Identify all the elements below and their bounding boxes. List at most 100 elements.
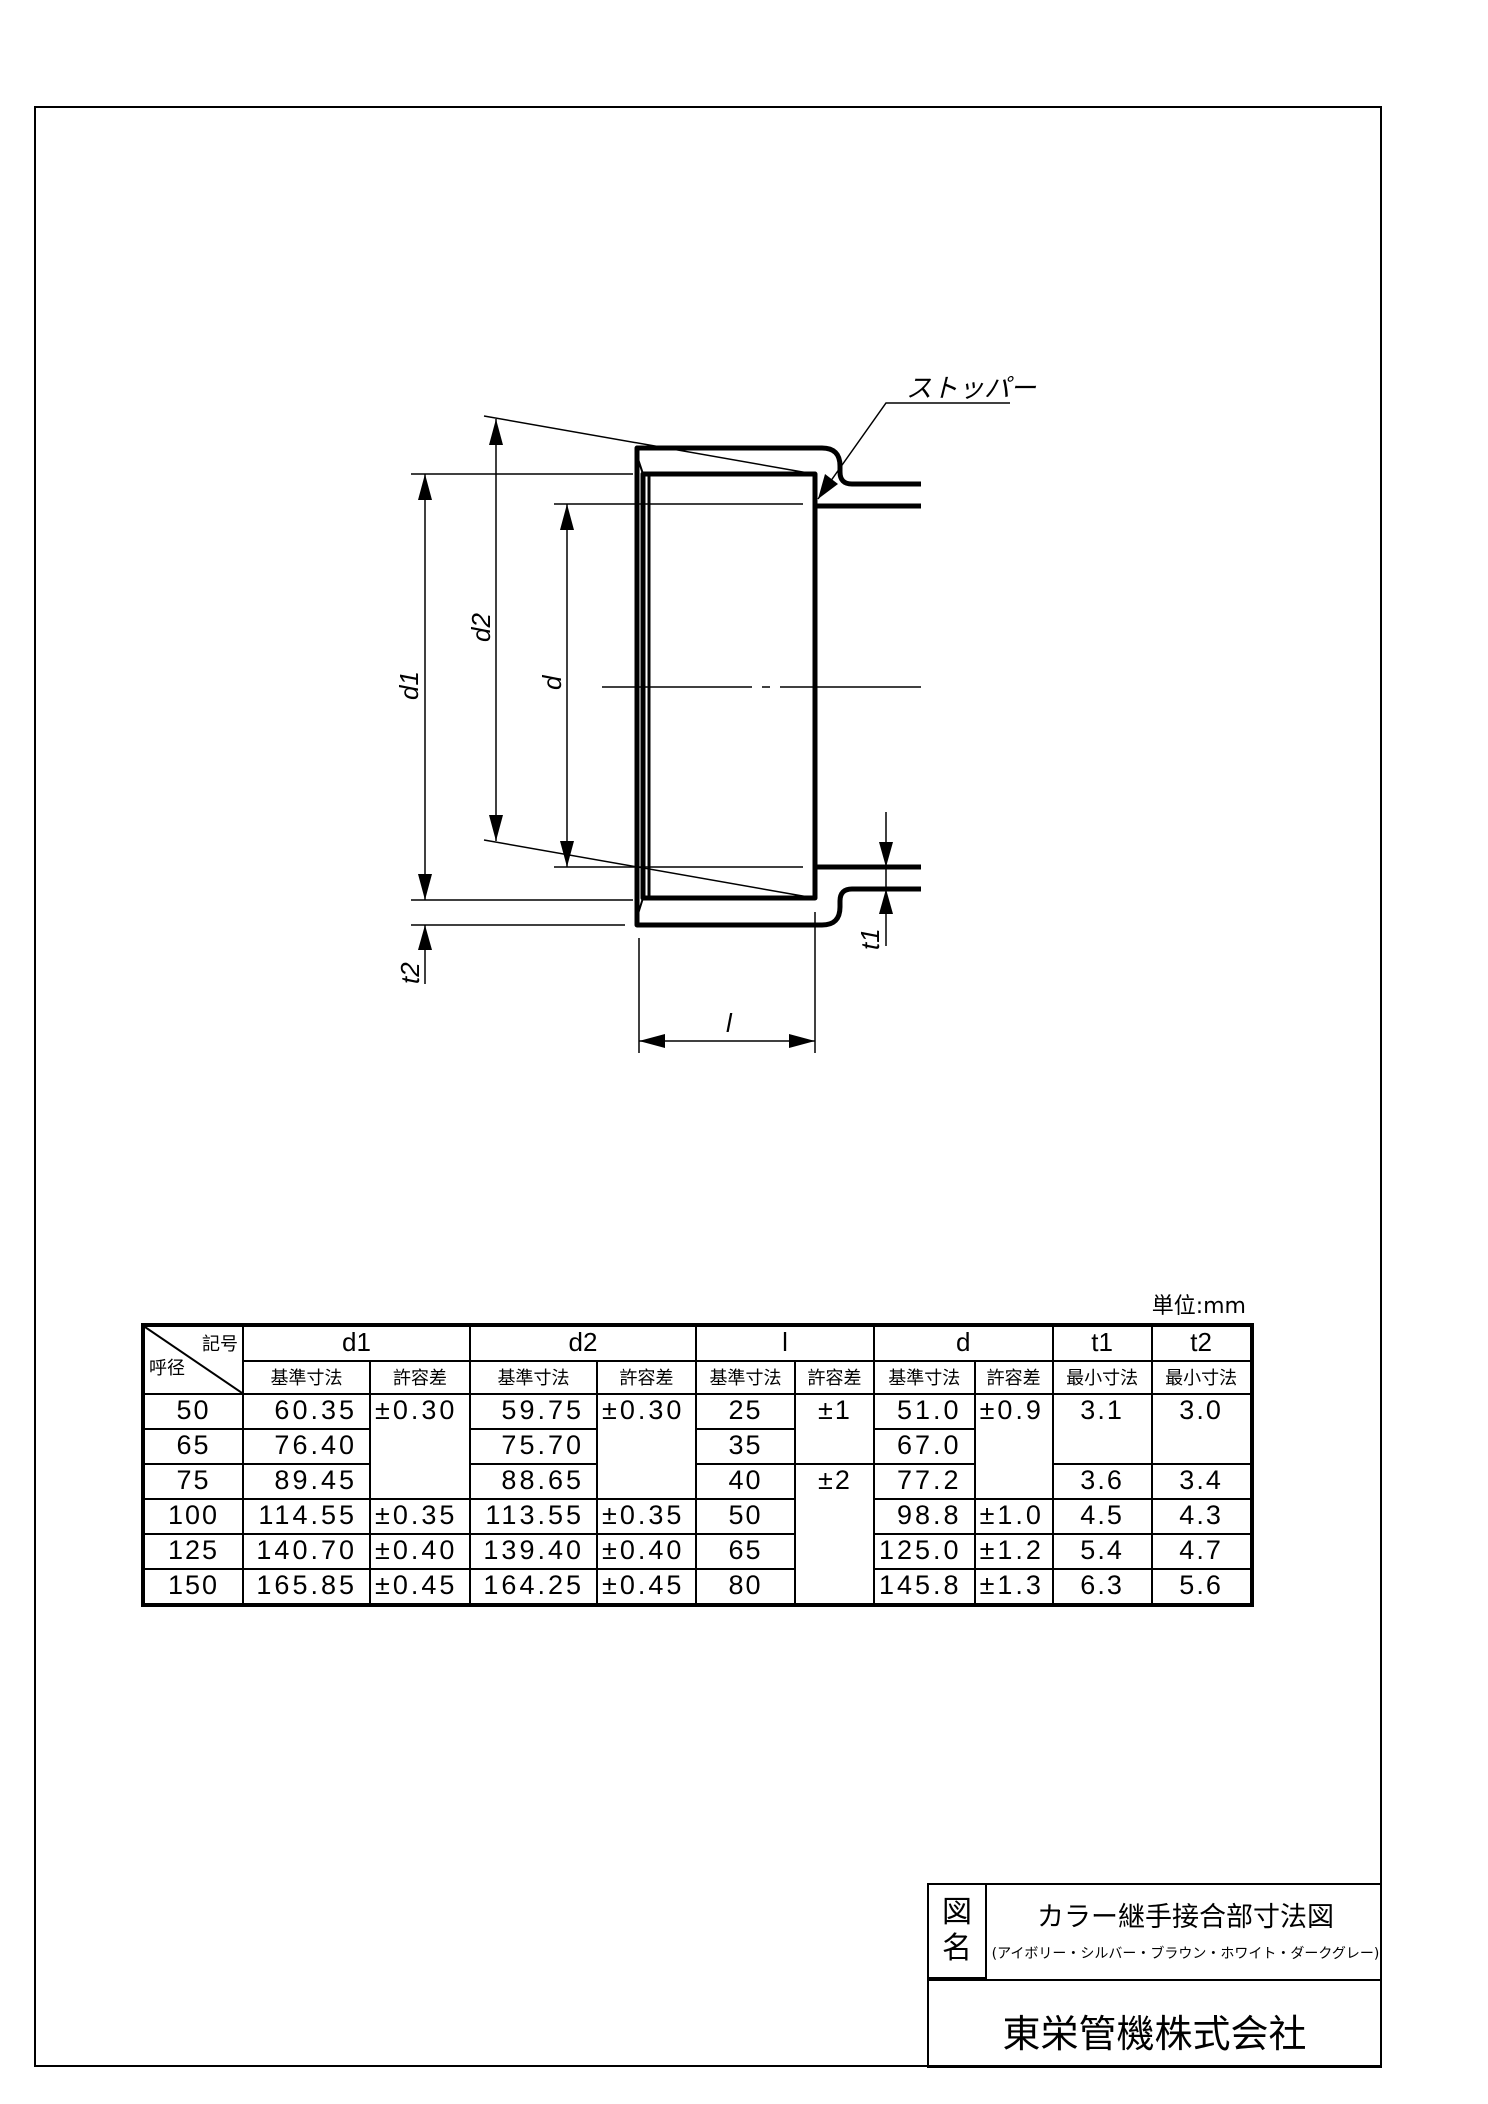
- subheader-cell: 許容差: [369, 1360, 471, 1395]
- value-cell: 114.55: [242, 1498, 371, 1535]
- group-header-t2: t2: [1150, 1324, 1253, 1362]
- dim-label-t1: t1: [855, 928, 885, 950]
- subheader-cell: 許容差: [973, 1360, 1054, 1395]
- value-cell: 35: [695, 1428, 796, 1465]
- value-cell: 67.0: [873, 1428, 976, 1465]
- value-cell: 59.75: [469, 1393, 598, 1430]
- drawing-name-label: 図名: [929, 1885, 987, 1979]
- table-subheader-row: 基準寸法許容差基準寸法許容差基準寸法許容差基準寸法許容差最小寸法最小寸法: [143, 1360, 1253, 1395]
- subheader-cell: 基準寸法: [242, 1360, 371, 1395]
- value-cell: 3.1: [1051, 1393, 1153, 1465]
- value-cell: ±1: [794, 1393, 875, 1465]
- value-cell: 113.55: [469, 1498, 598, 1535]
- value-cell: 51.0: [873, 1393, 976, 1430]
- drawing-title: カラー継手接合部寸法図: [1037, 1902, 1334, 1933]
- dim-label-d2: d2: [466, 613, 496, 642]
- corner-size-label: 呼径: [149, 1358, 185, 1378]
- value-cell: 89.45: [242, 1463, 371, 1500]
- nominal-size-cell: 75: [142, 1463, 244, 1500]
- value-cell: 80: [695, 1568, 796, 1606]
- title-block: 図名 カラー継手接合部寸法図 (アイボリー・シルバー・ブラウン・ホワイト・ダーク…: [927, 1883, 1382, 2068]
- value-cell: ±1.2: [973, 1533, 1054, 1570]
- value-cell: ±0.45: [369, 1568, 471, 1606]
- value-cell: ±1.3: [973, 1568, 1054, 1606]
- drawing-subtitle: (アイボリー・シルバー・ブラウン・ホワイト・ダークグレー): [991, 1946, 1380, 1962]
- value-cell: 5.6: [1150, 1568, 1253, 1606]
- value-cell: 4.5: [1051, 1498, 1153, 1535]
- units-label: 単位:mm: [1151, 1294, 1246, 1319]
- stopper-label: ストッパー: [906, 374, 1037, 404]
- value-cell: ±0.35: [369, 1498, 471, 1535]
- value-cell: 164.25: [469, 1568, 598, 1606]
- value-cell: 139.40: [469, 1533, 598, 1570]
- value-cell: 3.6: [1051, 1463, 1153, 1500]
- nominal-size-cell: 125: [142, 1533, 244, 1570]
- group-header-d: d: [873, 1324, 1054, 1362]
- value-cell: ±2: [794, 1463, 875, 1606]
- value-cell: 25: [695, 1393, 796, 1430]
- value-cell: 40: [695, 1463, 796, 1500]
- value-cell: ±0.30: [369, 1393, 471, 1500]
- value-cell: 4.3: [1150, 1498, 1253, 1535]
- value-cell: 5.4: [1051, 1533, 1153, 1570]
- value-cell: 76.40: [242, 1428, 371, 1465]
- value-cell: 3.4: [1150, 1463, 1253, 1500]
- value-cell: ±0.9: [973, 1393, 1054, 1500]
- subheader-cell: 基準寸法: [873, 1360, 976, 1395]
- value-cell: 88.65: [469, 1463, 598, 1500]
- title-divider: [929, 1979, 1380, 1981]
- nominal-size-cell: 65: [142, 1428, 244, 1465]
- value-cell: 98.8: [873, 1498, 976, 1535]
- value-cell: ±0.30: [596, 1393, 697, 1500]
- subheader-cell: 基準寸法: [695, 1360, 796, 1395]
- corner-symbol-label: 記号: [202, 1334, 238, 1354]
- dimension-lines: [411, 402, 1010, 1053]
- nominal-size-cell: 50: [142, 1393, 244, 1430]
- nominal-size-cell: 100: [142, 1498, 244, 1535]
- group-header-d1: d1: [242, 1324, 471, 1362]
- value-cell: 65: [695, 1533, 796, 1570]
- value-cell: ±0.45: [596, 1568, 697, 1606]
- nominal-size-cell: 150: [142, 1568, 244, 1606]
- subheader-cell: 基準寸法: [469, 1360, 598, 1395]
- dim-label-t2: t2: [395, 962, 425, 984]
- diagonal-line: [145, 1327, 241, 1392]
- subheader-cell: 最小寸法: [1051, 1360, 1153, 1395]
- dim-label-l: l: [726, 1008, 733, 1038]
- value-cell: 6.3: [1051, 1568, 1153, 1606]
- value-cell: 140.70: [242, 1533, 371, 1570]
- subheader-cell: 許容差: [794, 1360, 875, 1395]
- value-cell: 165.85: [242, 1568, 371, 1606]
- value-cell: 125.0: [873, 1533, 976, 1570]
- value-cell: 75.70: [469, 1428, 598, 1465]
- group-header-t1: t1: [1051, 1324, 1153, 1362]
- dim-label-d1: d1: [394, 671, 424, 700]
- group-header-d2: d2: [469, 1324, 697, 1362]
- value-cell: ±0.40: [596, 1533, 697, 1570]
- dim-label-d: d: [537, 674, 567, 690]
- value-cell: 77.2: [873, 1463, 976, 1500]
- value-cell: ±0.35: [596, 1498, 697, 1535]
- value-cell: 4.7: [1150, 1533, 1253, 1570]
- sheet-border: [34, 106, 1382, 2067]
- group-header-l: l: [695, 1324, 875, 1362]
- value-cell: 3.0: [1150, 1393, 1253, 1465]
- value-cell: ±1.0: [973, 1498, 1054, 1535]
- value-cell: 50: [695, 1498, 796, 1535]
- company-name: 東栄管機株式会社: [1002, 2012, 1307, 2056]
- value-cell: 145.8: [873, 1568, 976, 1606]
- subheader-cell: 最小寸法: [1150, 1360, 1253, 1395]
- subheader-cell: 許容差: [596, 1360, 697, 1395]
- table-header-row: 記号 呼径 d1 d2 l d t1 t2: [142, 1324, 1253, 1395]
- arrowheads: [418, 419, 893, 1048]
- dimension-table: 記号 呼径 d1 d2 l d t1 t2 基準寸法許容差基準寸法許容差基準寸法…: [141, 1323, 1254, 1607]
- table-corner-cell: 記号 呼径: [142, 1324, 244, 1395]
- value-cell: 60.35: [242, 1393, 371, 1430]
